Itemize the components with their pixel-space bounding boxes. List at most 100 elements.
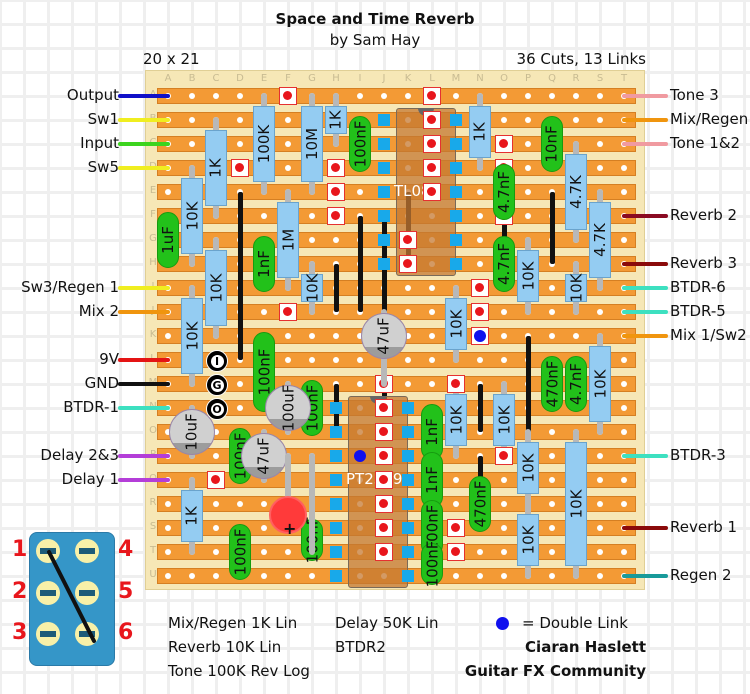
ic-pin-pad bbox=[450, 162, 462, 174]
wire-mix-2 bbox=[118, 310, 170, 314]
capacitor-value: 1nF bbox=[423, 418, 441, 446]
hole bbox=[213, 525, 219, 531]
capacitor: 100nF bbox=[349, 116, 371, 172]
hole bbox=[597, 525, 603, 531]
hole bbox=[573, 93, 579, 99]
hole bbox=[381, 93, 387, 99]
row-label: U bbox=[149, 569, 157, 580]
column-label: L bbox=[429, 73, 435, 84]
hole bbox=[597, 573, 603, 579]
ic-pin-pad bbox=[330, 546, 342, 558]
resistor: 4.7K bbox=[589, 202, 611, 278]
capacitor: 4.7nF bbox=[493, 236, 515, 292]
column-label: E bbox=[260, 73, 268, 84]
hole bbox=[333, 357, 339, 363]
hole bbox=[549, 549, 555, 555]
hole bbox=[549, 309, 555, 315]
ic-pin-pad bbox=[402, 402, 414, 414]
electrolytic-value: 47uF bbox=[374, 317, 393, 355]
switch-lug-number: 3 bbox=[12, 620, 28, 645]
hole bbox=[621, 165, 627, 171]
resistor: 10K bbox=[589, 346, 611, 422]
hole bbox=[261, 501, 267, 507]
hole bbox=[597, 453, 603, 459]
wire-delay-1 bbox=[118, 478, 170, 482]
track-cut bbox=[447, 519, 465, 537]
track-cut bbox=[423, 87, 441, 105]
row-label: G bbox=[149, 233, 157, 244]
hole bbox=[285, 573, 291, 579]
hole bbox=[285, 165, 291, 171]
wire-label: Delay 2&3 bbox=[40, 446, 119, 464]
double-link-dot bbox=[474, 330, 486, 342]
track-cut bbox=[495, 447, 513, 465]
hole bbox=[597, 117, 603, 123]
hole bbox=[237, 405, 243, 411]
hole bbox=[285, 333, 291, 339]
track-cut bbox=[375, 399, 393, 417]
wire-sw1 bbox=[118, 118, 170, 122]
hole bbox=[237, 381, 243, 387]
resistor: 10K bbox=[517, 250, 539, 302]
hole bbox=[477, 549, 483, 555]
row-label: F bbox=[150, 209, 156, 220]
hole bbox=[477, 429, 483, 435]
capacitor-value: 100nF bbox=[255, 348, 274, 396]
track-cut bbox=[447, 375, 465, 393]
capacitor-value: 4.7nF bbox=[495, 171, 513, 213]
hole bbox=[165, 573, 171, 579]
column-label: O bbox=[500, 73, 508, 84]
track-cut bbox=[423, 111, 441, 129]
column-label: J bbox=[382, 73, 386, 84]
track-cut bbox=[471, 303, 489, 321]
hole bbox=[453, 573, 459, 579]
capacitor-value: 100nF bbox=[423, 540, 442, 588]
wire-link bbox=[381, 216, 387, 336]
resistor-value: 10K bbox=[591, 369, 609, 399]
capacitor: 1nF bbox=[253, 236, 275, 292]
hole bbox=[477, 261, 483, 267]
hole bbox=[333, 237, 339, 243]
ic-pin-pad bbox=[450, 138, 462, 150]
hole bbox=[429, 333, 435, 339]
power-marker-label: O bbox=[210, 402, 224, 416]
hole bbox=[309, 357, 315, 363]
capacitor: 1uF bbox=[157, 212, 179, 268]
resistor: 10K bbox=[445, 298, 467, 350]
hole bbox=[453, 477, 459, 483]
hole bbox=[597, 549, 603, 555]
ic-pin-pad bbox=[378, 234, 390, 246]
resistor-value: 1K bbox=[182, 506, 201, 526]
switch-lug-number: 5 bbox=[118, 579, 134, 604]
hole bbox=[309, 333, 315, 339]
resistor: 10K bbox=[181, 298, 203, 374]
double-link-legend-icon bbox=[496, 617, 509, 630]
hole bbox=[525, 117, 531, 123]
ic-pin-pad bbox=[402, 546, 414, 558]
wire-label: Sw3/Regen 1 bbox=[21, 278, 119, 296]
wire-sw3-regen-1 bbox=[118, 286, 170, 290]
hole bbox=[453, 501, 459, 507]
resistor-value: 10K bbox=[207, 273, 225, 303]
capacitor: 4.7nF bbox=[493, 164, 515, 220]
hole bbox=[549, 573, 555, 579]
hole bbox=[189, 117, 195, 123]
track-cut bbox=[423, 183, 441, 201]
hole bbox=[237, 117, 243, 123]
hole bbox=[261, 213, 267, 219]
hole bbox=[549, 261, 555, 267]
wire-gnd bbox=[118, 382, 170, 386]
hole bbox=[429, 381, 435, 387]
track-cut bbox=[423, 135, 441, 153]
hole bbox=[549, 525, 555, 531]
hole bbox=[621, 237, 627, 243]
column-label: D bbox=[236, 73, 244, 84]
hole bbox=[501, 477, 507, 483]
capacitor: 4.7nF bbox=[565, 356, 587, 412]
wire-label: Input bbox=[80, 134, 119, 152]
wire-link bbox=[549, 192, 555, 264]
electrolytic-value: 10uF bbox=[182, 413, 201, 451]
hole bbox=[405, 381, 411, 387]
track-cut bbox=[327, 183, 345, 201]
capacitor: 470nF bbox=[541, 356, 563, 412]
